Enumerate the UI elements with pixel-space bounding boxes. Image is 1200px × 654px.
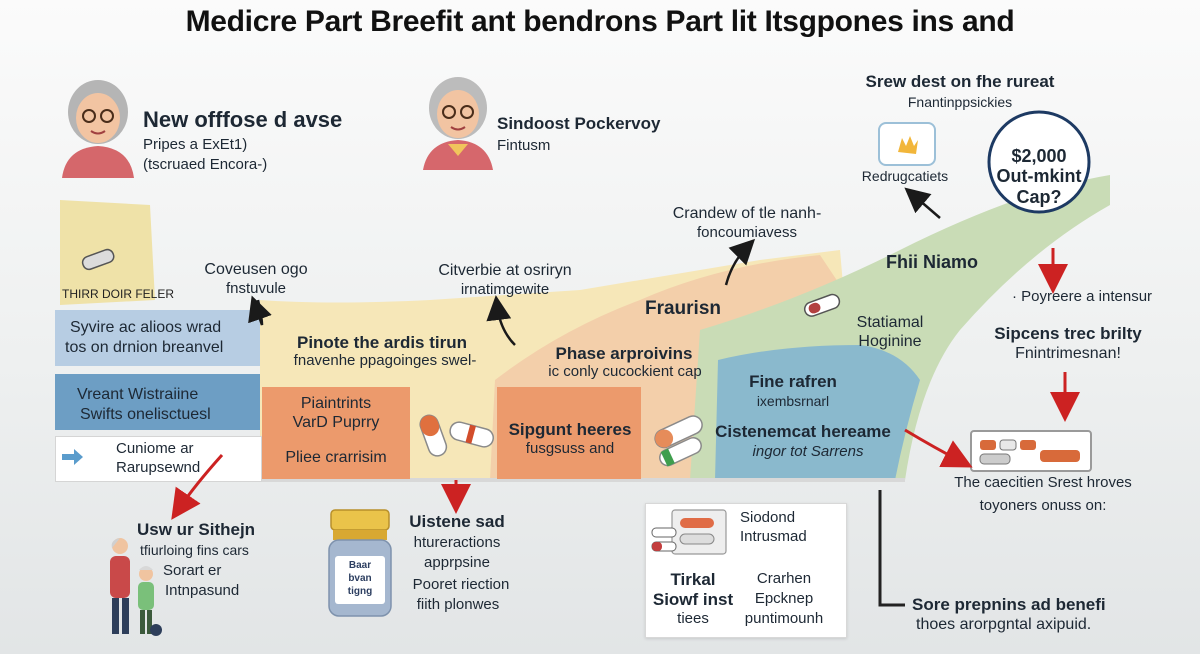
elderly-couple-icon xyxy=(110,538,162,636)
cap-circle-line3: Cap? xyxy=(1016,187,1062,207)
sipcens-line2: Fnintrimesnan! xyxy=(1015,345,1121,362)
hand-icon xyxy=(898,136,918,154)
crarhen-line2: Epcknep xyxy=(754,590,814,607)
right-bracket xyxy=(878,490,905,607)
person-left-line2: (tscruaed Encora-) xyxy=(143,156,268,173)
stage2-box xyxy=(497,387,641,479)
crandew-callout-line2: foncoumiavess xyxy=(696,224,798,241)
stage3-box-line1: Cistenemcat hereame xyxy=(715,422,891,441)
stage1-box-line3: Pliee crarrisim xyxy=(285,449,387,466)
stage2-subtitle: ic conly cucockient cap xyxy=(548,363,702,380)
uistene-line4: Pooret riection xyxy=(412,576,510,593)
sore-line2: thoes arorpgntal axipuid. xyxy=(916,616,1092,633)
usw-line3: Sorart er xyxy=(163,562,222,579)
arrow-box-line2: Rarupsewnd xyxy=(116,459,201,476)
uistene-line2: htureractions xyxy=(413,534,501,551)
arrow-right-icon xyxy=(62,449,83,465)
arrow-box-line1: Cuniome ar xyxy=(116,440,194,457)
tirkal-line1: Tirkal xyxy=(670,570,716,589)
coverage-callout-line2: fnstuvule xyxy=(225,280,287,297)
folder-label: THIRR DOIR FELER xyxy=(62,287,175,301)
page-title: Medicre Part Breefit ant bendrons Part l… xyxy=(185,5,1015,38)
cap-icon-label: Redrugcatiets xyxy=(861,168,949,184)
usw-line2: tfiurloing fins cars xyxy=(140,542,249,558)
coverage-callout-line1: Coveusen ogo xyxy=(204,261,308,278)
bottle-label-line3: tigng xyxy=(347,586,373,597)
blue-box-2-line1: Vreant Wistraiine xyxy=(77,386,199,403)
blue-box-1-line2: tos on drnion breanvel xyxy=(65,339,224,356)
crarhen-line1: Crarhen xyxy=(756,570,812,587)
poyreere-text: · Poyreere a intensur xyxy=(1011,288,1153,305)
caecitien-line1: The caecitien Srest hroves xyxy=(954,474,1132,491)
cap-subheader: Fnantinppsickies xyxy=(907,94,1013,110)
cap-circle-line2: Out-mkint xyxy=(996,166,1082,186)
stage1-box-line1: Piaintrints xyxy=(300,395,372,412)
stage3-subtitle: ixembsrnarl xyxy=(756,393,830,409)
stage2-box-line2: fusgsuss and xyxy=(525,440,615,457)
stage1-title: Pinote the ardis tirun xyxy=(296,333,468,352)
usw-line4: Intnpasund xyxy=(165,582,240,599)
pill-pack-icon xyxy=(803,293,841,317)
stage1-box-line2: VarD Puprry xyxy=(292,414,380,431)
stage1-subtitle: fnavenhe ppagoinges swel- xyxy=(293,352,477,369)
pill-bottle-icon xyxy=(328,509,392,617)
teal-band xyxy=(715,345,920,480)
grandmother-avatar-left xyxy=(62,80,134,178)
blue-box-1-line1: Syvire ac alioos wrad xyxy=(70,319,222,336)
band-baseline xyxy=(255,478,905,482)
caecitien-line2: toyoners onuss on: xyxy=(979,497,1107,514)
tirkal-line2: Siowf inst xyxy=(652,590,734,609)
stage3-title: Fine rafren xyxy=(749,372,837,391)
sidond-line1: Siodond xyxy=(740,509,796,526)
pill-icon-left xyxy=(81,248,115,271)
bottle-label-line2: bvan xyxy=(348,573,372,584)
uistene-line5: fiith plonwes xyxy=(416,596,500,613)
sidond-line2: Intrusmad xyxy=(740,528,807,545)
bottle-label-line1: Baar xyxy=(348,560,372,571)
blue-box-2-line2: Swifts onelisctuesl xyxy=(80,406,211,423)
statiamal-line1: Statiamal xyxy=(856,314,924,331)
sipcens-line1: Sipcens trec brilty xyxy=(994,324,1142,343)
uistene-line3: apprpsine xyxy=(424,554,490,571)
blue-box-1 xyxy=(55,310,260,366)
person-left-line1: Pripes a ExEt1) xyxy=(143,136,248,153)
medication-icon xyxy=(878,122,936,166)
crandew-callout-line1: Crandew of tle nanh- xyxy=(672,205,822,222)
stage2-box-line1: Sipgunt heeres xyxy=(508,420,632,439)
person-left-name: New offfose d avse xyxy=(143,107,343,132)
stage1-box xyxy=(262,387,410,479)
stage2-title: Phase arproivins xyxy=(555,344,693,363)
uistene-line1: Uistene sad xyxy=(409,512,505,531)
cap-circle xyxy=(987,110,1091,214)
person-middle-name: Sindoost Pockervoy xyxy=(497,114,661,133)
capsule-pills-icon-2 xyxy=(654,415,703,467)
citverbie-callout-line2: irnatimgewite xyxy=(460,281,550,298)
capsule-pills-icon-1 xyxy=(419,414,494,457)
grandmother-avatar-middle xyxy=(423,77,493,170)
pill-tray-icon xyxy=(970,430,1092,472)
fhii-niamo-label: Fhii Niamo xyxy=(885,252,979,272)
stage3-box-line2: ingor tot Sarrens xyxy=(752,443,864,460)
pill-strip-icon xyxy=(651,509,727,555)
tirkal-line3: tiees xyxy=(677,610,709,627)
person-middle-line1: Fintusm xyxy=(497,137,551,154)
pill-tray-graphic xyxy=(979,439,1080,465)
fraurisn-label: Fraurisn xyxy=(644,298,722,319)
usw-line1: Usw ur Sithejn xyxy=(137,520,256,539)
cap-amount: $2,000 xyxy=(1011,146,1067,166)
arrow-box xyxy=(55,436,262,482)
citverbie-callout-line1: Citverbie at osriryn xyxy=(438,262,572,279)
crarhen-line3: puntimounh xyxy=(744,610,824,627)
sore-line1: Sore prepnins ad benefi xyxy=(912,595,1106,614)
blue-box-2 xyxy=(55,374,260,430)
statiamal-line2: Hoginine xyxy=(858,333,922,350)
cap-header: Srew dest on fhe rureat xyxy=(865,72,1055,91)
